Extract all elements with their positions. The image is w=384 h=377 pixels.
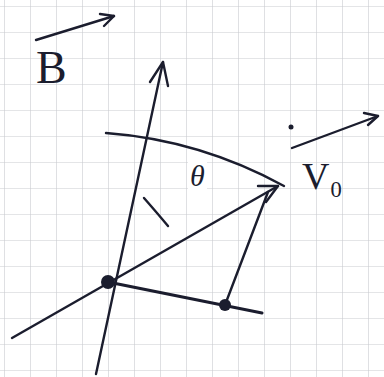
field-label: B <box>34 44 69 92</box>
velocity-line <box>12 186 278 338</box>
angle-label: θ <box>188 160 207 192</box>
base-segment <box>108 282 262 313</box>
v0-arrowhead <box>364 113 378 125</box>
end-dot <box>219 299 231 311</box>
b-arrow <box>36 16 114 40</box>
b-arrowhead <box>100 14 114 26</box>
v0-arrow <box>292 116 378 148</box>
small-dot <box>289 125 294 130</box>
field-axis-head <box>150 62 168 86</box>
angle-arc <box>144 198 168 226</box>
origin-dot <box>101 275 115 289</box>
velocity-label: V₀ <box>300 156 345 196</box>
component-line <box>225 192 268 305</box>
field-axis <box>96 62 163 374</box>
